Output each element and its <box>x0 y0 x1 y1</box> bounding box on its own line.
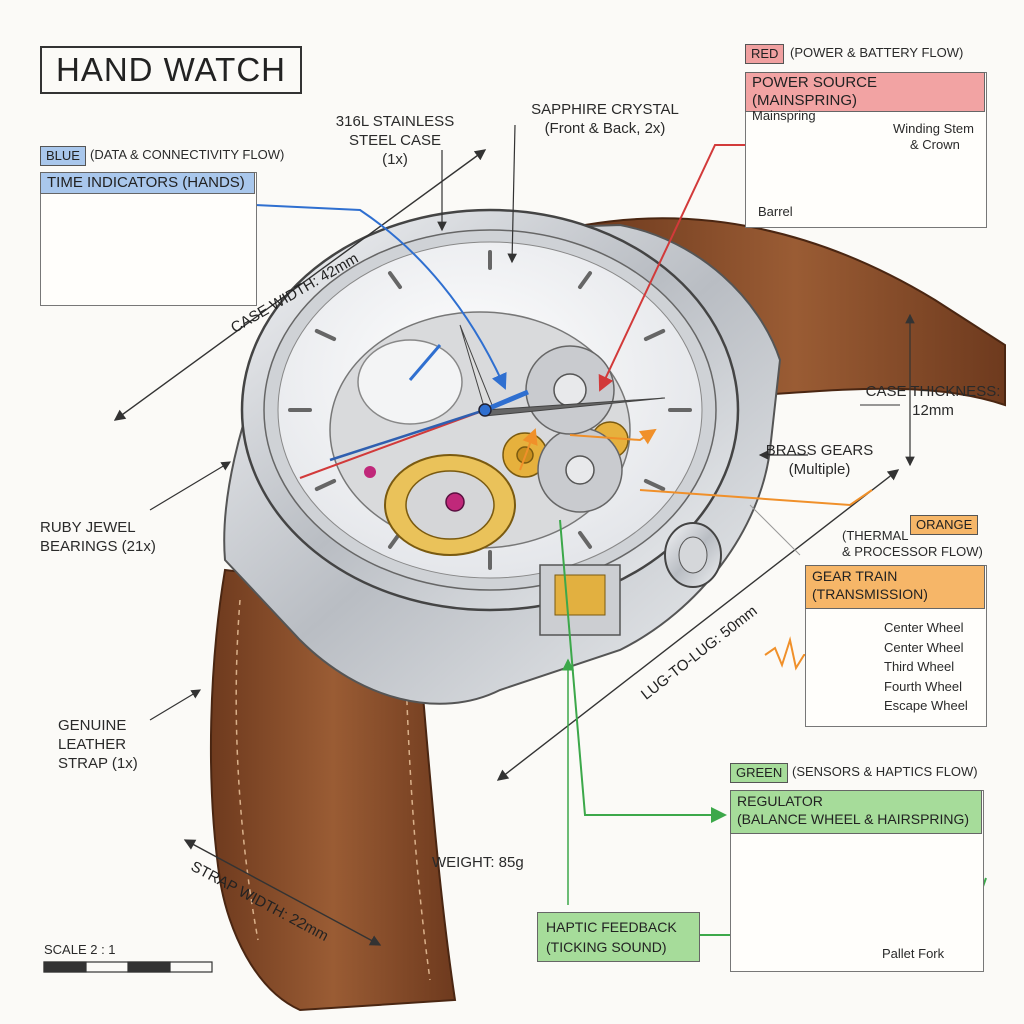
panel-header-orange: GEAR TRAIN (TRANSMISSION) <box>805 565 985 609</box>
callout-strap-line1: GENUINE <box>58 717 127 734</box>
panel-header-red: POWER SOURCE (MAINSPRING) <box>745 72 985 112</box>
panel-header-green-line1: REGULATOR <box>737 793 823 809</box>
callout-ruby-line2: BEARINGS (21x) <box>40 538 156 555</box>
hour-marker <box>314 479 337 491</box>
callout-steel-case-line3: (1x) <box>382 151 408 168</box>
balance-wheel <box>384 454 516 556</box>
callout-steel-case: 316L STAINLESS STEEL CASE (1x) <box>325 112 465 169</box>
label-crown: & Crown <box>910 137 960 152</box>
callout-steel-case-line1: 316L STAINLESS <box>335 113 455 130</box>
legend-desc-orange-line1: (THERMAL <box>842 528 909 543</box>
panel-header-green: REGULATOR (BALANCE WHEEL & HAIRSPRING) <box>730 790 982 834</box>
callout-weight: WEIGHT: 85g <box>432 854 524 871</box>
label-winding-stem: Winding Stem <box>893 121 974 136</box>
callout-brass-gears: BRASS GEARS (Multiple) <box>762 441 877 479</box>
callout-thickness-line2: 12mm <box>912 402 954 419</box>
panel-header-blue: TIME INDICATORS (HANDS) <box>40 172 255 194</box>
label-mainspring: Mainspring <box>752 108 816 123</box>
hour-marker <box>578 271 592 290</box>
wheel-label-4: Fourth Wheel <box>884 679 963 694</box>
legend-tag-blue: BLUE <box>40 146 86 166</box>
callout-sapphire-crystal: SAPPHIRE CRYSTAL (Front & Back, 2x) <box>520 100 690 138</box>
panel-header-green-line2: (BALANCE WHEEL & HAIRSPRING) <box>737 811 970 827</box>
label-pallet-fork: Pallet Fork <box>882 946 945 961</box>
callout-strap-line2: LEATHER <box>58 736 127 753</box>
callout-gears-line2: (Multiple) <box>788 461 851 478</box>
callout-strap-line3: STRAP (1x) <box>58 755 138 772</box>
scale-label: SCALE 2 : 1 <box>44 942 116 957</box>
haptic-feedback-box: HAPTIC FEEDBACK (TICKING SOUND) <box>537 912 700 962</box>
wheel-label-5: Escape Wheel <box>884 698 968 713</box>
callout-leather-strap: GENUINE LEATHER STRAP (1x) <box>58 716 138 773</box>
wheel-label-3: Third Wheel <box>884 659 955 674</box>
callout-sapphire-line1: SAPPHIRE CRYSTAL <box>531 101 679 118</box>
hour-marker <box>643 329 666 341</box>
wheel-label-1: Center Wheel <box>884 620 964 635</box>
legend-desc-blue: (DATA & CONNECTIVITY FLOW) <box>90 147 285 162</box>
legend-desc-red: (POWER & BATTERY FLOW) <box>790 45 964 60</box>
label-barrel: Barrel <box>758 204 793 219</box>
callout-gears-line1: BRASS GEARS <box>765 442 874 459</box>
callout-thickness-line1: CASE THICKNESS: <box>865 383 1001 400</box>
ruby-jewel <box>364 466 376 478</box>
haptic-line1: HAPTIC FEEDBACK <box>546 919 677 935</box>
wheel-label-2: Center Wheel <box>884 640 964 655</box>
legend-tag-red: RED <box>745 44 785 64</box>
callout-ruby-line1: RUBY JEWEL <box>40 519 136 536</box>
legend-tag-green: GREEN <box>730 763 789 783</box>
callout-ruby-jewels: RUBY JEWEL BEARINGS (21x) <box>40 518 156 556</box>
panel-header-orange-line1: GEAR TRAIN <box>812 568 898 584</box>
callout-case-thickness: CASE THICKNESS: 12mm <box>858 382 1008 420</box>
scale-bar <box>43 961 213 973</box>
page-title: HAND WATCH <box>40 46 302 94</box>
haptic-line2: (TICKING SOUND) <box>546 939 667 955</box>
callout-steel-case-line2: STEEL CASE <box>349 132 441 149</box>
legend-desc-orange-line2: & PROCESSOR FLOW) <box>842 544 983 559</box>
panel-header-orange-line2: (TRANSMISSION) <box>812 586 928 602</box>
legend-desc-green: (SENSORS & HAPTICS FLOW) <box>792 764 978 779</box>
callout-sapphire-line2: (Front & Back, 2x) <box>544 120 666 137</box>
legend-tag-orange: ORANGE <box>910 515 979 535</box>
